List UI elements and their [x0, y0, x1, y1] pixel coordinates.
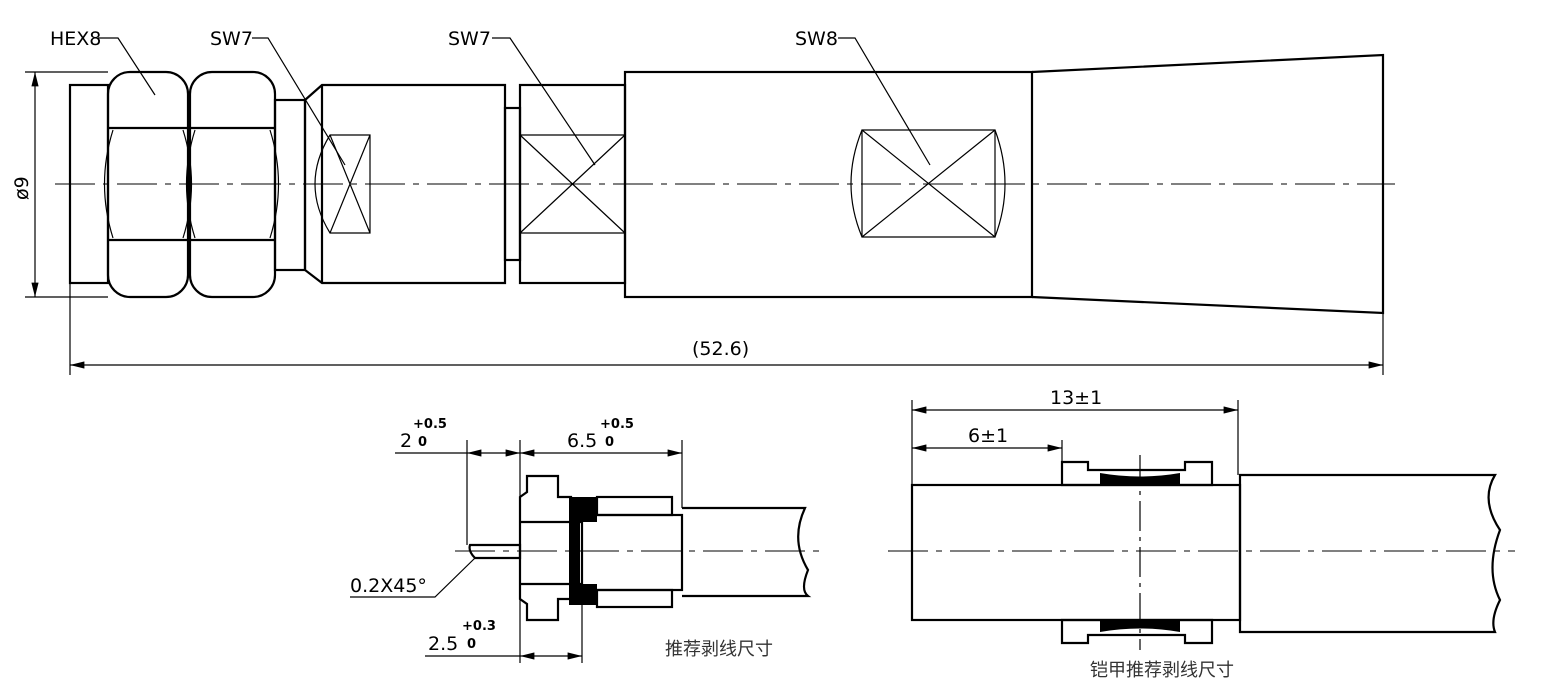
clamp-top: [1060, 460, 1214, 487]
body-sw7-b: [518, 83, 627, 285]
length-label: (52.6): [692, 338, 749, 360]
sw8-leader: [838, 37, 931, 166]
outer-strip-label: 13±1: [1050, 387, 1102, 409]
clamp-bottom: [1060, 618, 1214, 645]
armored-jacket: [1238, 473, 1502, 634]
insulator-flange: [518, 474, 573, 622]
armor-caption: 铠甲推荐剥线尺寸: [1090, 660, 1234, 681]
strip-detail: 2 +0.5 0 6.5 +0.5 0 2.5 +0.3 0 0.2X45° 推…: [350, 417, 825, 663]
body-sw8: [623, 70, 1034, 299]
sw8-label: SW8: [795, 28, 838, 50]
hex-nut-1: [103, 70, 193, 299]
flange-dim-value: 2.5: [428, 633, 458, 655]
flange-dim-lower: 0: [467, 637, 476, 652]
diameter-label: ø9: [11, 176, 33, 200]
main-view: HEX8 SW7 SW7 SW8 ø9 (52.6): [11, 28, 1395, 375]
sw7-a-leader: [252, 37, 346, 166]
chamfer-label: 0.2X45°: [350, 575, 427, 597]
sleeve-dim-value: 6.5: [567, 430, 597, 452]
sleeve-dim-upper: +0.5: [600, 417, 634, 432]
braid-section: [580, 513, 684, 592]
cable-jacket: [682, 506, 812, 598]
pin-dim-value: 2: [400, 430, 412, 452]
neck-1: [273, 98, 307, 272]
armor-detail: 13±1 6±1 铠甲推荐剥线尺寸: [888, 387, 1515, 681]
sleeve-dim-lower: 0: [605, 435, 614, 450]
sw7-a-label: SW7: [210, 28, 253, 50]
center-pin: [468, 543, 522, 560]
armor-braid: [910, 483, 1242, 622]
hex8-leader: [98, 37, 156, 96]
pin-dim-upper: +0.5: [413, 417, 447, 432]
hex8-label: HEX8: [50, 28, 101, 50]
pin-dim-lower: 0: [418, 435, 427, 450]
strip-caption: 推荐剥线尺寸: [665, 639, 773, 660]
flange-dim-upper: +0.3: [462, 619, 496, 634]
sw7-b-leader: [492, 37, 596, 166]
chamfer-leader: [350, 557, 476, 598]
sw7-b-label: SW7: [448, 28, 491, 50]
crimp-band: [569, 497, 597, 605]
cable-boot: [1031, 53, 1385, 315]
inner-strip-label: 6±1: [968, 425, 1008, 447]
